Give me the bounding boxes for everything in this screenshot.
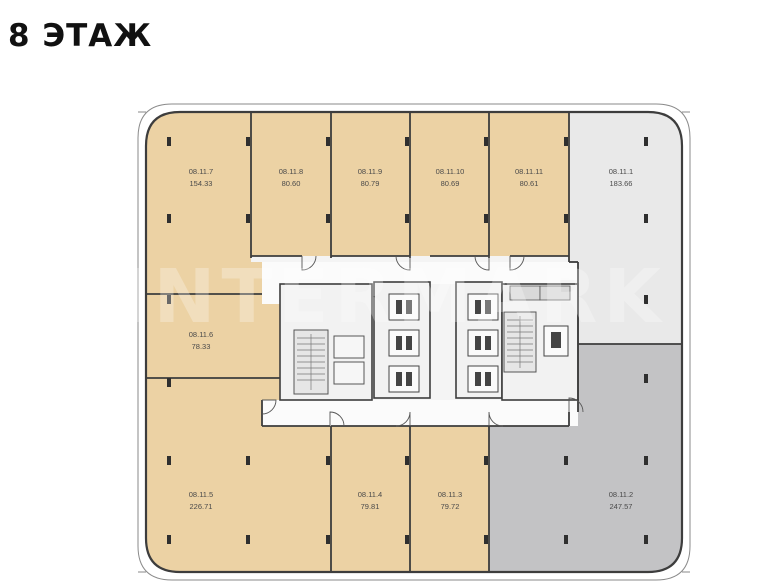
unit-id-label: 08.11.11 xyxy=(515,167,543,176)
building-core xyxy=(279,281,579,401)
elevator-icon xyxy=(396,300,412,386)
floor-title: 8 ЭТАЖ xyxy=(8,18,153,54)
unit-id-label: 08.11.3 xyxy=(438,490,462,499)
unit-area-label: 80.60 xyxy=(282,179,301,188)
unit-labels: 08.11.7 154.33 08.11.8 80.60 08.11.9 80.… xyxy=(189,167,633,511)
unit-08-11-4[interactable] xyxy=(331,426,410,580)
watermark: INTERMARK xyxy=(120,254,667,340)
corridor xyxy=(262,400,578,426)
unit-id-label: 08.11.9 xyxy=(358,167,382,176)
structural-columns xyxy=(167,137,648,544)
unit-08-11-10[interactable] xyxy=(410,110,489,256)
unit-08-11-7[interactable] xyxy=(140,110,262,294)
unit-id-label: 08.11.2 xyxy=(609,490,633,499)
unit-area-label: 80.79 xyxy=(361,179,380,188)
unit-id-label: 08.11.6 xyxy=(189,330,213,339)
unit-shapes xyxy=(140,110,690,580)
unit-id-label: 08.11.8 xyxy=(279,167,303,176)
unit-area-label: 78.33 xyxy=(192,342,211,351)
unit-08-11-8[interactable] xyxy=(251,110,331,256)
unit-id-label: 08.11.1 xyxy=(609,167,633,176)
exterior-wall xyxy=(144,110,684,574)
unit-08-11-1[interactable] xyxy=(569,110,690,344)
elevator-icon xyxy=(475,300,491,386)
unit-id-label: 08.11.5 xyxy=(189,490,213,499)
unit-area-label: 247.57 xyxy=(610,502,633,511)
unit-id-label: 08.11.10 xyxy=(436,167,465,176)
unit-08-11-9[interactable] xyxy=(331,110,410,256)
unit-area-label: 80.61 xyxy=(520,179,539,188)
door-swings xyxy=(261,255,584,427)
outer-frame xyxy=(137,103,691,581)
unit-08-11-3[interactable] xyxy=(410,426,489,580)
unit-08-11-11[interactable] xyxy=(489,110,569,256)
unit-area-label: 183.66 xyxy=(610,179,633,188)
unit-08-11-6[interactable] xyxy=(140,294,280,378)
unit-area-label: 79.81 xyxy=(361,502,380,511)
unit-08-11-2[interactable] xyxy=(489,344,690,580)
unit-id-label: 08.11.4 xyxy=(358,490,382,499)
elevator-bank-east xyxy=(467,293,499,393)
unit-id-label: 08.11.7 xyxy=(189,167,213,176)
unit-08-11-5[interactable] xyxy=(140,378,331,580)
unit-area-label: 154.33 xyxy=(190,179,213,188)
unit-area-label: 80.69 xyxy=(441,179,460,188)
unit-area-label: 79.72 xyxy=(441,502,460,511)
stairs-west xyxy=(297,334,325,390)
unit-area-label: 226.71 xyxy=(190,502,213,511)
stairs-east xyxy=(507,316,533,368)
elevator-bank-west xyxy=(388,293,420,393)
